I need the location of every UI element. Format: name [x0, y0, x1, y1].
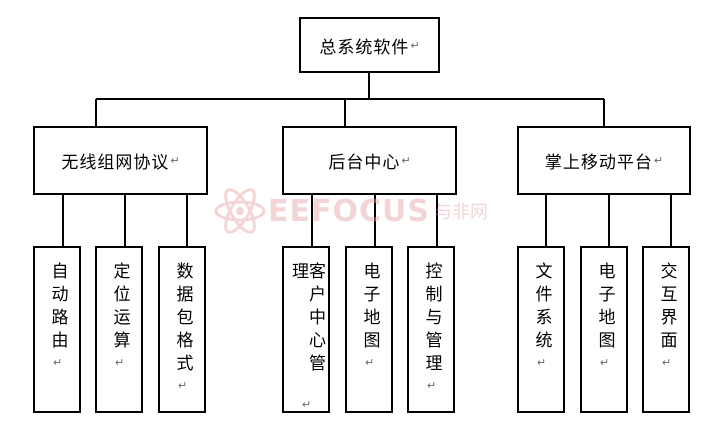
return-mark-icon: ↵: [599, 356, 610, 369]
return-mark-icon: ↵: [661, 356, 672, 369]
group-label: 无线组网协议: [61, 153, 170, 173]
leaf-label: 控制与管理: [421, 262, 442, 377]
group-node-1: 无线组网协议↵: [33, 126, 208, 195]
watermark: EEFOCUS 与非网: [212, 188, 488, 234]
watermark-sub: 与非网: [433, 202, 488, 223]
group-node-2: 后台中心↵: [282, 126, 457, 195]
leaf-node: 定位运算 ↵: [95, 246, 143, 413]
return-mark-icon: ↵: [653, 154, 664, 167]
return-mark-icon: ↵: [364, 356, 375, 369]
return-mark-icon: ↵: [52, 356, 63, 369]
leaf-node: 客户中心管理 ↵: [282, 246, 330, 413]
leaf-node: 自动路由 ↵: [33, 246, 81, 413]
watermark-text: EEFOCUS: [268, 193, 430, 229]
root-node: 总系统软件↵: [299, 17, 440, 73]
leaf-label: 客户中心管理: [288, 262, 325, 377]
leaf-label: 自动路由: [47, 262, 68, 354]
leaf-node: 电子地图 ↵: [580, 246, 628, 413]
group-node-3: 掌上移动平台↵: [517, 126, 691, 195]
return-mark-icon: ↵: [301, 398, 312, 411]
return-mark-icon: ↵: [114, 356, 125, 369]
leaf-node: 数据包格式 ↵: [158, 246, 206, 413]
group-label: 后台中心: [328, 153, 401, 173]
leaf-label: 文件系统: [531, 262, 552, 354]
leaf-label: 电子地图: [594, 262, 615, 354]
return-mark-icon: ↵: [401, 154, 411, 167]
return-mark-icon: ↵: [177, 379, 188, 392]
return-mark-icon: ↵: [426, 379, 437, 392]
group-label: 掌上移动平台: [544, 153, 653, 173]
atom-logo-icon: [214, 188, 266, 234]
leaf-node: 控制与管理 ↵: [407, 246, 455, 413]
return-mark-icon: ↵: [536, 356, 547, 369]
leaf-label: 电子地图: [359, 262, 380, 354]
return-mark-icon: ↵: [170, 154, 180, 167]
leaf-label: 定位运算: [109, 262, 130, 354]
return-mark-icon: ↵: [410, 38, 420, 52]
leaf-node: 文件系统 ↵: [517, 246, 565, 413]
leaf-label: 数据包格式: [172, 262, 193, 377]
leaf-label: 交互界面: [656, 262, 677, 354]
root-label: 总系统软件: [319, 37, 410, 58]
leaf-node: 电子地图 ↵: [345, 246, 393, 413]
leaf-node: 交互界面 ↵: [642, 246, 690, 413]
